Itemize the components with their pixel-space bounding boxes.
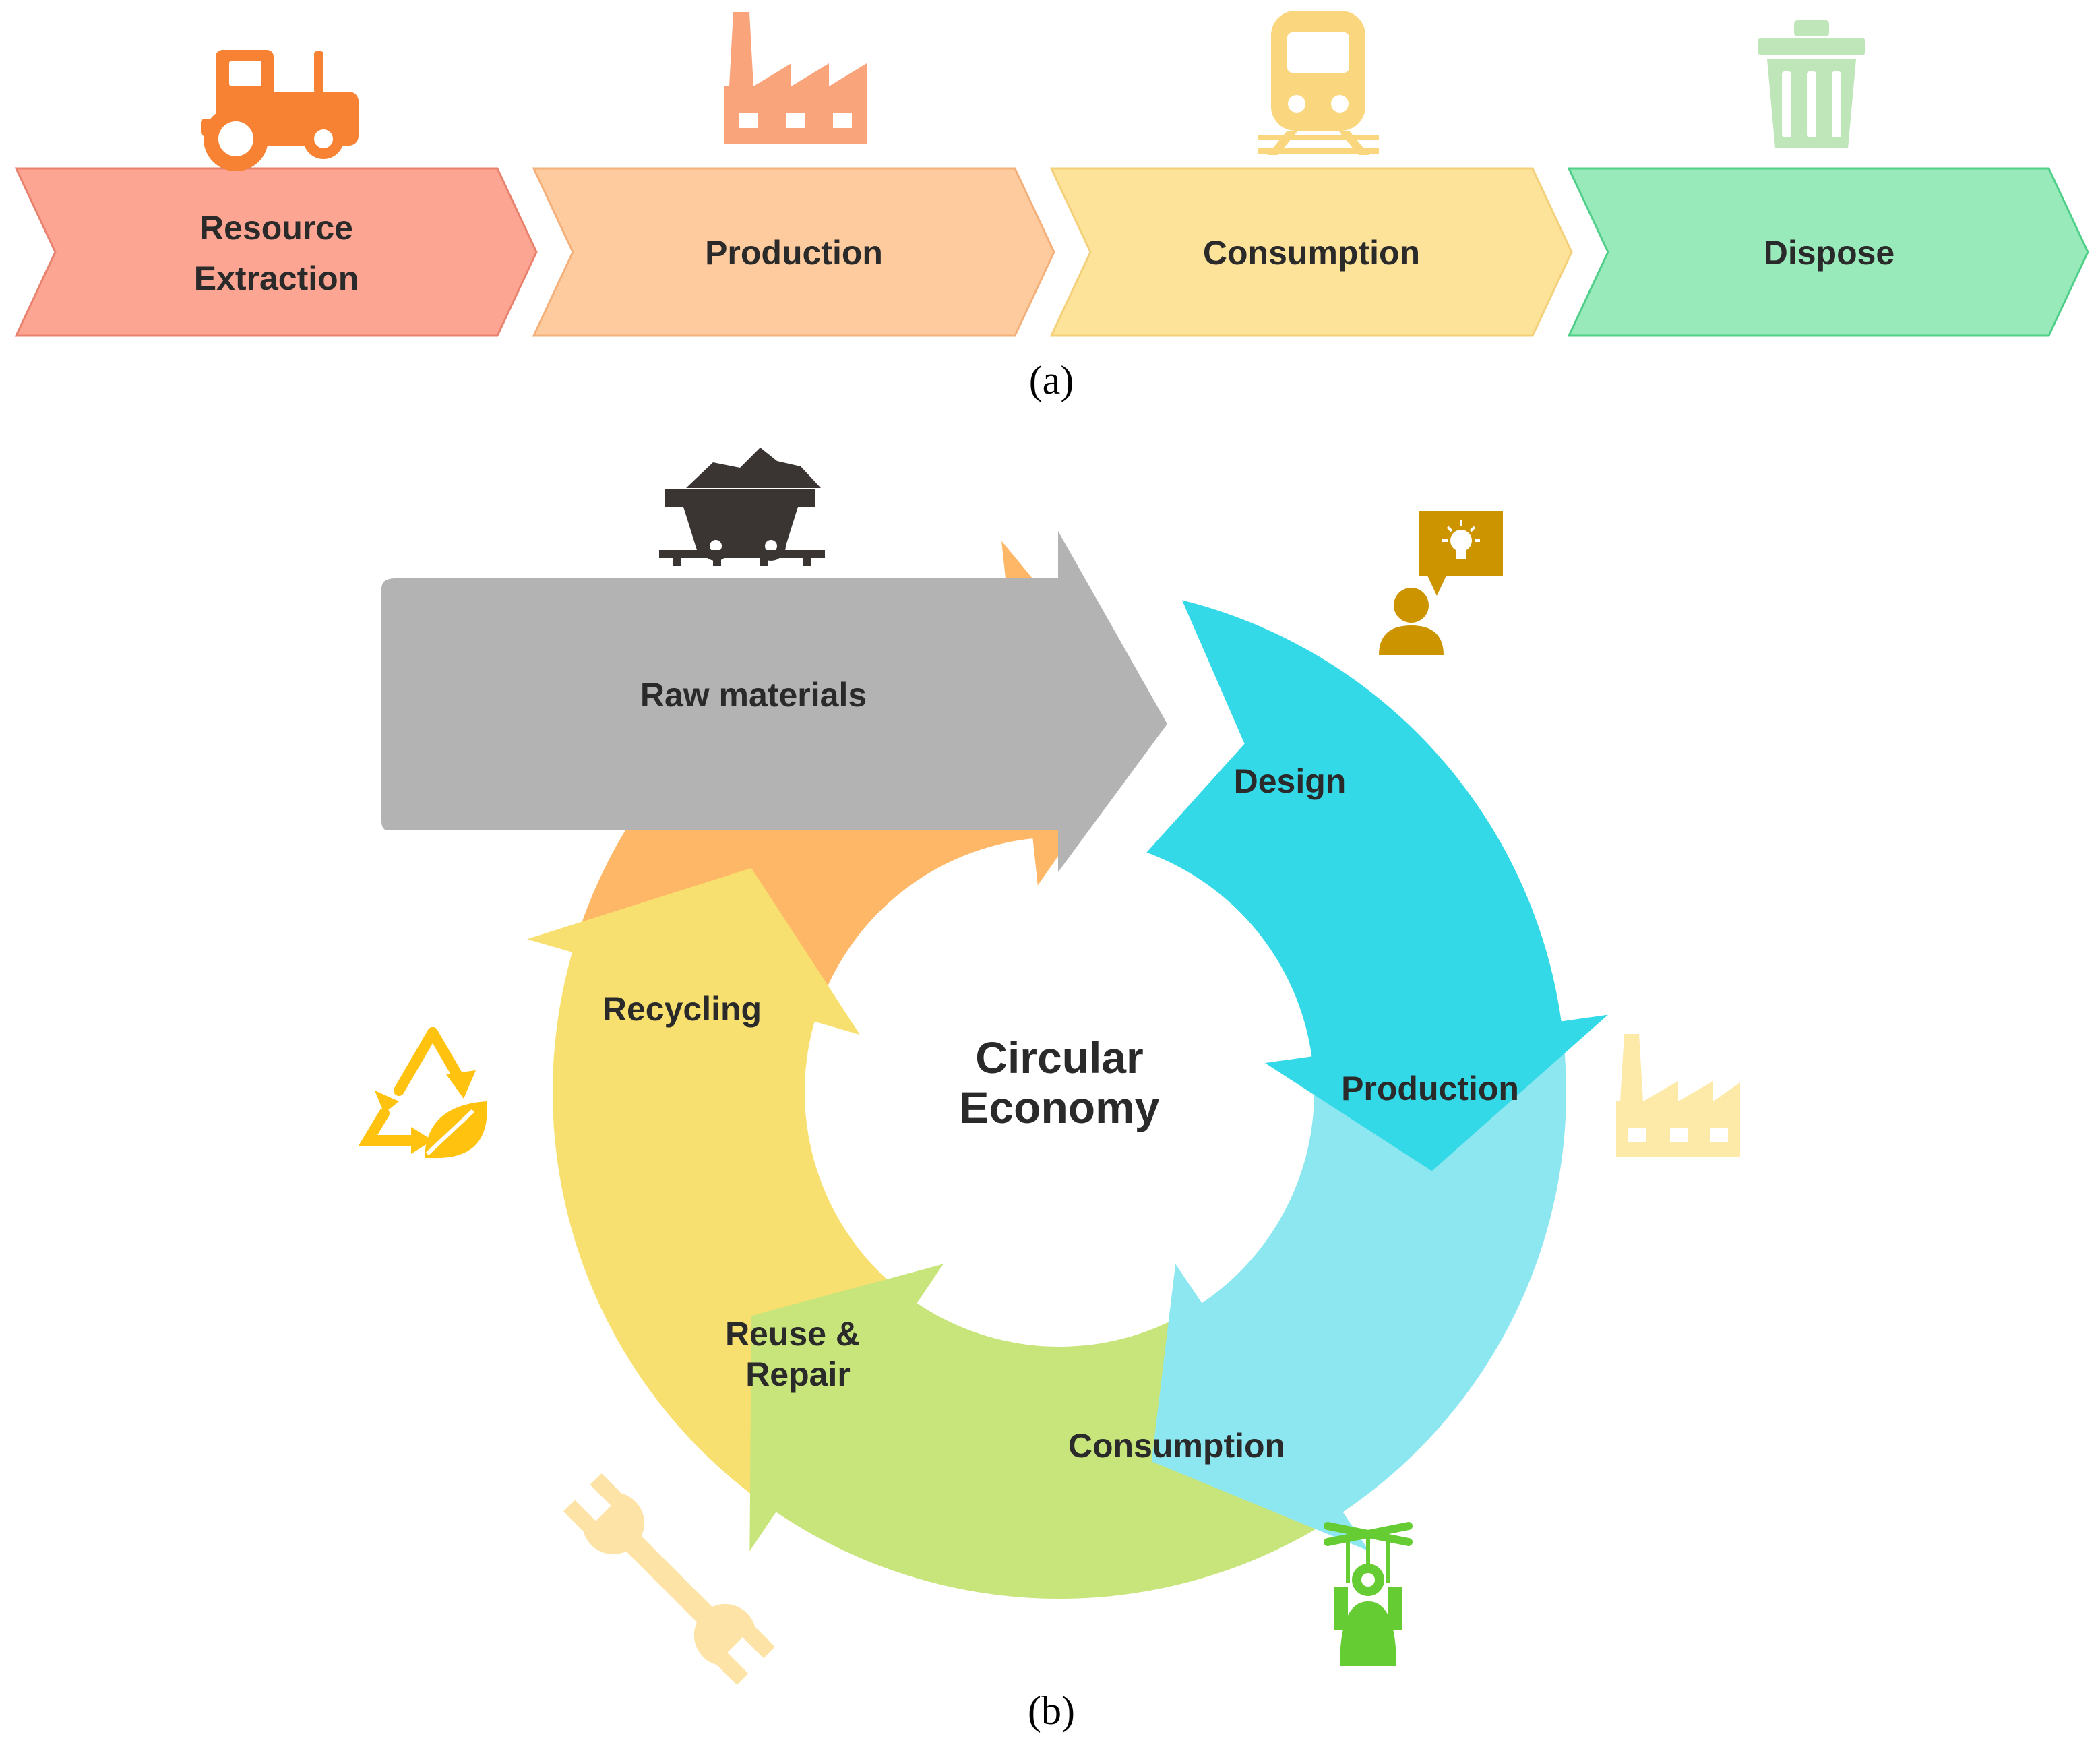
ring-segment-reuse-repair bbox=[526, 867, 903, 1522]
center-title-line2: Economy bbox=[959, 1082, 1159, 1132]
step-production: Production bbox=[532, 167, 1055, 337]
step-consumption: Consumption bbox=[1049, 167, 1573, 337]
step-label: Consumption bbox=[1203, 234, 1420, 272]
raw-materials-arrow bbox=[381, 531, 1167, 872]
stage-label-production: Production bbox=[1341, 1070, 1519, 1107]
step-resource-extraction: Resource Extraction bbox=[14, 167, 538, 337]
chevron-shape bbox=[1567, 167, 2089, 337]
trash-bin-icon bbox=[1758, 20, 1865, 148]
idea-person-icon bbox=[1379, 511, 1503, 655]
circular-economy-panel: Raw materials Design Production Consumpt… bbox=[358, 448, 1740, 1733]
tractor-icon bbox=[201, 50, 359, 171]
ring-segment-design bbox=[1146, 600, 1609, 1171]
recycle-leaf-icon bbox=[358, 1027, 487, 1159]
stage-label-reuse-line2: Repair bbox=[745, 1355, 851, 1393]
stage-label-design: Design bbox=[1234, 762, 1347, 800]
ring-segment-consumption bbox=[749, 1264, 1358, 1599]
train-icon bbox=[1258, 11, 1379, 155]
caption-a: (a) bbox=[1029, 358, 1074, 402]
chevron-shape bbox=[1049, 167, 1573, 337]
linear-economy-panel: Resource Extraction Production Consumpti… bbox=[14, 11, 2089, 402]
step-dispose: Dispose bbox=[1567, 167, 2089, 337]
step-label-line1: Resource bbox=[199, 209, 353, 247]
factory-icon bbox=[1616, 1034, 1740, 1157]
step-label-line2: Extraction bbox=[194, 259, 359, 297]
factory-icon bbox=[724, 12, 867, 144]
chevron-shape bbox=[14, 167, 538, 337]
wrench-icon bbox=[563, 1473, 775, 1685]
puppet-consumer-icon bbox=[1324, 1522, 1413, 1666]
center-title-line1: Circular bbox=[975, 1033, 1143, 1082]
stage-label-reuse-line1: Reuse & bbox=[725, 1315, 860, 1353]
stage-label-recycling: Recycling bbox=[603, 990, 762, 1028]
caption-b: (b) bbox=[1028, 1688, 1075, 1733]
chevron-shape bbox=[532, 167, 1055, 337]
step-label: Dispose bbox=[1764, 234, 1895, 272]
mine-cart-icon bbox=[659, 448, 825, 566]
ring-segment-production bbox=[1151, 1021, 1566, 1552]
raw-materials-label: Raw materials bbox=[640, 676, 867, 714]
step-label: Production bbox=[705, 234, 883, 272]
stage-label-consumption: Consumption bbox=[1068, 1427, 1285, 1465]
